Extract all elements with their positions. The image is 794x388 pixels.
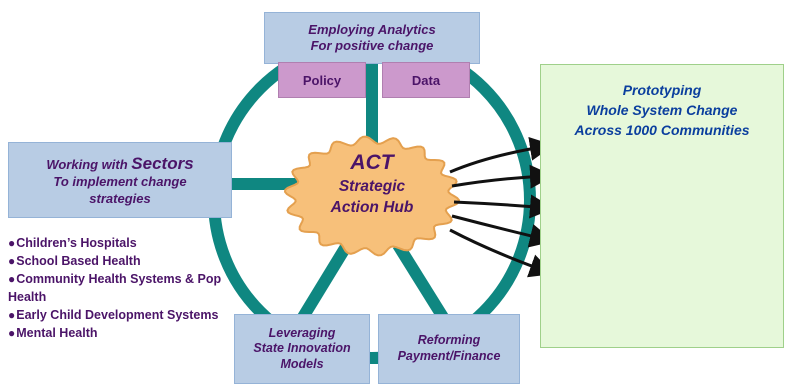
prototype-line3: Across 1000 Communities <box>574 122 750 138</box>
data-label: Data <box>411 72 441 88</box>
spoke-bottom-right <box>392 241 452 326</box>
state-line3: Models <box>280 356 324 371</box>
payment-line1: Reforming <box>417 333 481 348</box>
policy-tab: Policy <box>278 62 366 98</box>
arrow-5 <box>449 228 554 278</box>
arrow-2 <box>451 164 554 189</box>
sectors-line3: strategies <box>89 190 151 206</box>
arrow-3 <box>453 194 554 219</box>
payment-finance-box: Reforming Payment/Finance <box>378 314 520 384</box>
prototype-line1: Prototyping <box>622 82 702 98</box>
analytics-line1: Employing Analytics <box>308 21 436 37</box>
state-line1: Leveraging <box>268 325 336 340</box>
sectors-prefix: Working with <box>46 157 132 173</box>
sector-item: Children’s Hospitals <box>8 234 238 252</box>
arrow-4 <box>451 214 554 248</box>
sector-item: Mental Health <box>8 324 238 342</box>
sectors-line1: Working with Sectors <box>46 153 193 174</box>
prototype-title: Prototyping Whole System Change Across 1… <box>540 80 784 140</box>
analytics-box: Employing Analytics For positive change <box>264 12 480 64</box>
sectors-list: Children’s Hospitals School Based Health… <box>8 234 238 342</box>
data-tab: Data <box>382 62 470 98</box>
arrow-1 <box>449 136 554 174</box>
hub-line2: Action Hub <box>330 199 414 216</box>
hub-line1: Strategic <box>338 178 406 195</box>
sectors-box: Working with Sectors To implement change… <box>8 142 232 218</box>
state-innovation-box: Leveraging State Innovation Models <box>234 314 370 384</box>
hub-label: ACT Strategic Action Hub <box>296 150 448 218</box>
prototype-line2: Whole System Change <box>586 102 738 118</box>
communities-illustration <box>547 141 705 253</box>
sectors-line2: To implement change <box>53 174 187 190</box>
sectors-emph: Sectors <box>131 154 194 174</box>
sector-item: School Based Health <box>8 252 238 270</box>
prototype-panel <box>540 64 784 348</box>
hub-title: ACT <box>350 151 394 174</box>
sector-item: Community Health Systems & Pop Health <box>8 270 238 306</box>
policy-label: Policy <box>302 72 342 88</box>
arrows-to-communities <box>449 136 554 278</box>
spoke-bottom-left <box>294 241 353 326</box>
sector-item: Early Child Development Systems <box>8 306 238 324</box>
state-line2: State Innovation <box>253 341 351 356</box>
payment-line2: Payment/Finance <box>397 349 501 363</box>
analytics-line2: For positive change <box>310 38 434 53</box>
hub-shape <box>283 135 461 257</box>
